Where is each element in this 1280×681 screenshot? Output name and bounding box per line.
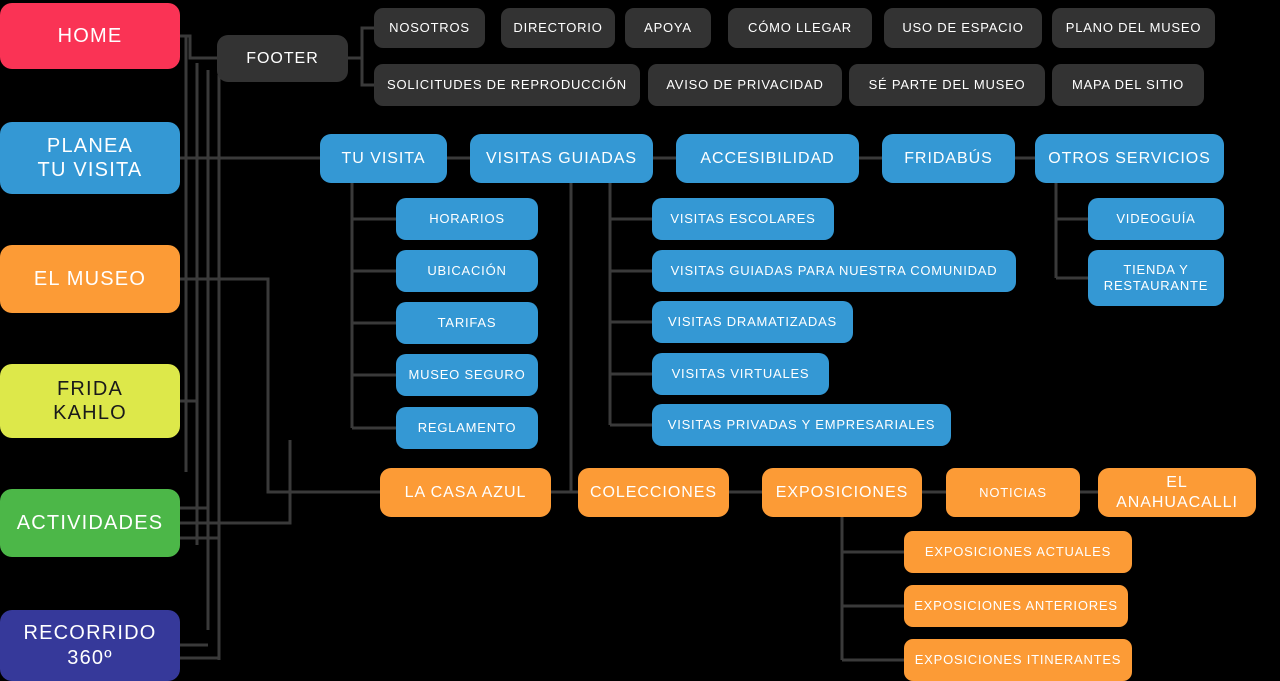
footer-item-label: USO DE ESPACIO xyxy=(902,20,1024,36)
node-label: UBICACIÓN xyxy=(427,263,507,279)
node-la-casa-azul[interactable]: LA CASA AZUL xyxy=(380,468,551,517)
node-el-anahuacalli[interactable]: EL ANAHUACALLI xyxy=(1098,468,1256,517)
node-otros-servicios-label: OTROS SERVICIOS xyxy=(1048,149,1211,167)
node-visitas-escolares[interactable]: VISITAS ESCOLARES xyxy=(652,198,834,240)
node-tu-visita-label: TU VISITA xyxy=(341,149,426,167)
node-home[interactable]: HOME xyxy=(0,3,180,69)
footer-item-directorio[interactable]: DIRECTORIO xyxy=(501,8,615,48)
node-exposiciones[interactable]: EXPOSICIONES xyxy=(762,468,922,517)
node-label: VISITAS VIRTUALES xyxy=(671,366,810,382)
node-noticias-label: NOTICIAS xyxy=(979,484,1047,500)
node-museo-seguro[interactable]: MUSEO SEGURO xyxy=(396,354,538,396)
node-visitas-guiadas[interactable]: VISITAS GUIADAS xyxy=(470,134,653,183)
node-exposiciones-actuales[interactable]: EXPOSICIONES ACTUALES xyxy=(904,531,1132,573)
footer-item-label: NOSOTROS xyxy=(389,20,470,36)
node-el-museo-label: EL MUSEO xyxy=(33,267,147,290)
node-tarifas[interactable]: TARIFAS xyxy=(396,302,538,344)
footer-item-label: MAPA DEL SITIO xyxy=(1071,77,1185,93)
node-label: VISITAS GUIADAS PARA NUESTRA COMUNIDAD xyxy=(670,263,998,279)
footer-item-apoya[interactable]: APOYA xyxy=(625,8,711,48)
node-label: HORARIOS xyxy=(429,211,505,227)
node-exposiciones-itinerantes[interactable]: EXPOSICIONES ITINERANTES xyxy=(904,639,1132,681)
node-otros-servicios[interactable]: OTROS SERVICIOS xyxy=(1035,134,1224,183)
node-footer[interactable]: FOOTER xyxy=(217,35,348,82)
node-reglamento[interactable]: REGLAMENTO xyxy=(396,407,538,449)
node-fridabus-label: FRIDABÚS xyxy=(904,149,993,167)
node-actividades[interactable]: ACTIVIDADES xyxy=(0,489,180,557)
footer-item-nosotros[interactable]: NOSOTROS xyxy=(374,8,485,48)
node-label: VIDEOGUÍA xyxy=(1116,211,1196,227)
footer-item-label: SOLICITUDES DE REPRODUCCIÓN xyxy=(387,77,627,93)
node-videoguia[interactable]: VIDEOGUÍA xyxy=(1088,198,1224,240)
footer-item-label: PLANO DEL MUSEO xyxy=(1065,20,1202,36)
footer-item-label: CÓMO LLEGAR xyxy=(748,20,852,36)
node-label: VISITAS DRAMATIZADAS xyxy=(668,314,837,330)
node-visitas-dramatizadas[interactable]: VISITAS DRAMATIZADAS xyxy=(652,301,853,343)
footer-item-label: DIRECTORIO xyxy=(513,20,603,36)
node-home-label: HOME xyxy=(57,24,123,47)
footer-item-label: SÉ PARTE DEL MUSEO xyxy=(868,77,1026,93)
node-el-museo[interactable]: EL MUSEO xyxy=(0,245,180,313)
node-label: EXPOSICIONES ITINERANTES xyxy=(914,652,1122,668)
footer-item-label: APOYA xyxy=(644,20,692,36)
node-exposiciones-label: EXPOSICIONES xyxy=(775,483,909,501)
footer-item-aviso-de-privacidad[interactable]: AVISO DE PRIVACIDAD xyxy=(648,64,842,106)
footer-item-como-llegar[interactable]: CÓMO LLEGAR xyxy=(728,8,872,48)
node-label: REGLAMENTO xyxy=(417,420,517,436)
node-accesibilidad[interactable]: ACCESIBILIDAD xyxy=(676,134,859,183)
node-actividades-label: ACTIVIDADES xyxy=(16,511,164,534)
node-colecciones-label: COLECCIONES xyxy=(589,483,718,501)
node-label: TARIFAS xyxy=(437,315,497,331)
node-tu-visita[interactable]: TU VISITA xyxy=(320,134,447,183)
node-label: VISITAS ESCOLARES xyxy=(670,211,816,227)
node-el-anahuacalli-label: EL ANAHUACALLI xyxy=(1116,473,1238,511)
node-visitas-guiadas-comunidad[interactable]: VISITAS GUIADAS PARA NUESTRA COMUNIDAD xyxy=(652,250,1016,292)
node-colecciones[interactable]: COLECCIONES xyxy=(578,468,729,517)
footer-item-label: AVISO DE PRIVACIDAD xyxy=(666,77,824,93)
node-label: EXPOSICIONES ACTUALES xyxy=(924,544,1112,560)
node-ubicacion[interactable]: UBICACIÓN xyxy=(396,250,538,292)
node-label: VISITAS PRIVADAS Y EMPRESARIALES xyxy=(667,417,936,433)
footer-item-plano-del-museo[interactable]: PLANO DEL MUSEO xyxy=(1052,8,1215,48)
node-label: EXPOSICIONES ANTERIORES xyxy=(914,598,1118,614)
node-horarios[interactable]: HORARIOS xyxy=(396,198,538,240)
footer-item-solicitudes-de-reproduccion[interactable]: SOLICITUDES DE REPRODUCCIÓN xyxy=(374,64,640,106)
footer-item-se-parte-del-museo[interactable]: SÉ PARTE DEL MUSEO xyxy=(849,64,1045,106)
node-la-casa-azul-label: LA CASA AZUL xyxy=(404,483,527,501)
node-visitas-privadas-empresariales[interactable]: VISITAS PRIVADAS Y EMPRESARIALES xyxy=(652,404,951,446)
node-noticias[interactable]: NOTICIAS xyxy=(946,468,1080,517)
node-fridabus[interactable]: FRIDABÚS xyxy=(882,134,1015,183)
footer-item-uso-de-espacio[interactable]: USO DE ESPACIO xyxy=(884,8,1042,48)
node-visitas-virtuales[interactable]: VISITAS VIRTUALES xyxy=(652,353,829,395)
node-label: MUSEO SEGURO xyxy=(408,367,526,383)
node-exposiciones-anteriores[interactable]: EXPOSICIONES ANTERIORES xyxy=(904,585,1128,627)
node-visitas-guiadas-label: VISITAS GUIADAS xyxy=(485,149,638,167)
node-accesibilidad-label: ACCESIBILIDAD xyxy=(700,149,835,167)
node-footer-label: FOOTER xyxy=(246,49,319,67)
footer-item-mapa-del-sitio[interactable]: MAPA DEL SITIO xyxy=(1052,64,1204,106)
